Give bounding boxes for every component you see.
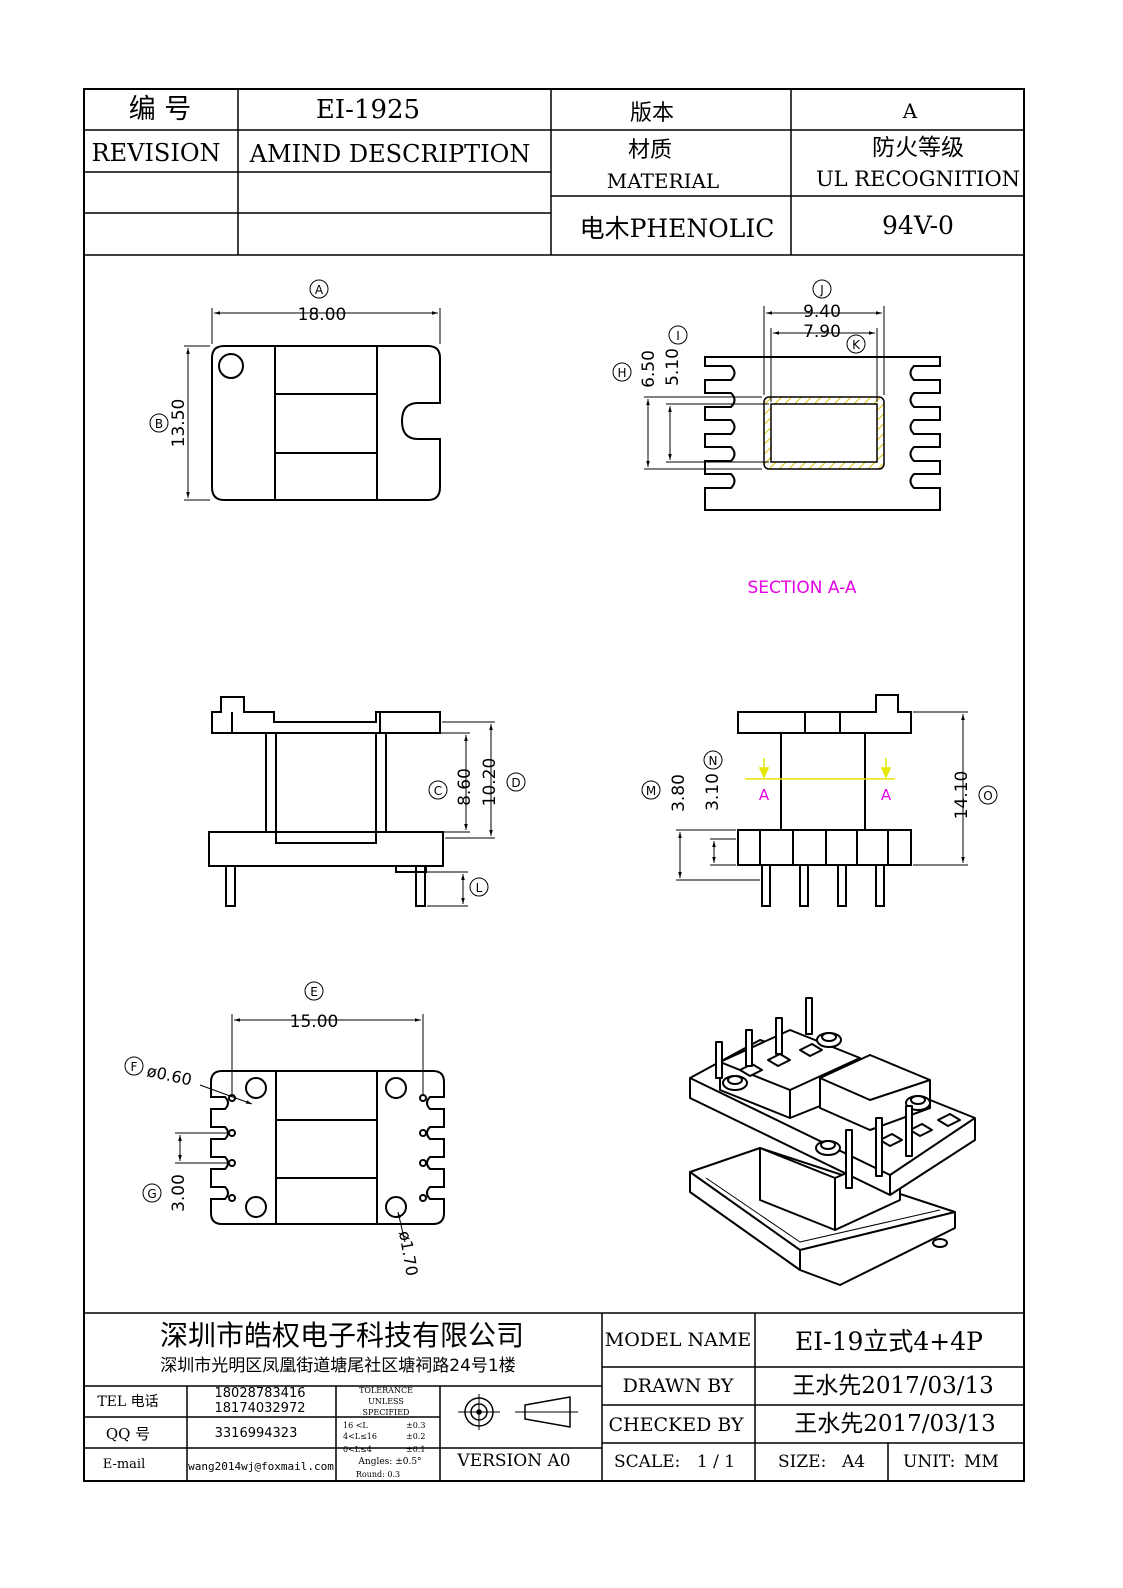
tolerance-title-2: UNLESS xyxy=(368,1397,404,1406)
drawn-by-value: 王水先2017/03/13 xyxy=(792,1373,994,1399)
tolerance-angles: Angles: ±0.5° xyxy=(357,1457,421,1467)
isometric-view xyxy=(689,997,976,1286)
cut-label-left: A xyxy=(759,786,770,804)
ul-value: 94V-0 xyxy=(882,211,954,240)
serial-value: EI-1925 xyxy=(316,95,420,125)
dim-b-value: 13.50 xyxy=(169,399,189,448)
revision-label: REVISION xyxy=(92,139,221,167)
dim-hole-value: ø1.70 xyxy=(395,1229,422,1277)
front-view-dimensions xyxy=(388,721,495,907)
company-address: 深圳市光明区凤凰街道塘尾社区塘祠路24号1楼 xyxy=(160,1356,515,1376)
tolerance-range-2: 4<L≤16 xyxy=(343,1432,377,1441)
material-value: 电木PHENOLIC xyxy=(580,214,775,243)
dim-tag-g: G xyxy=(147,1187,156,1201)
dim-tag-n: N xyxy=(709,754,718,768)
size-value: A4 xyxy=(841,1452,865,1472)
ul-cn-label: 防火等级 xyxy=(872,135,964,161)
company-name: 深圳市皓权电子科技有限公司 xyxy=(160,1319,524,1352)
section-title: SECTION A-A xyxy=(748,578,857,598)
serial-label: 编 号 xyxy=(129,94,192,125)
side-view-dimensions xyxy=(676,711,968,881)
dim-c-value: 8.60 xyxy=(455,768,475,806)
dim-g-value: 3.00 xyxy=(169,1174,189,1212)
dim-tag-i: I xyxy=(676,329,680,343)
dim-tag-j: J xyxy=(819,283,824,297)
bottom-view-dimensions xyxy=(175,1014,424,1243)
email-value: wang2014wj@foxmail.com xyxy=(188,1460,334,1473)
dim-o-value: 14.10 xyxy=(952,771,972,820)
dim-tag-d: D xyxy=(511,776,520,790)
dim-k-value: 7.90 xyxy=(803,322,841,342)
tel-label: TEL 电话 xyxy=(97,1394,158,1410)
side-view xyxy=(737,694,912,907)
dim-h-value: 6.50 xyxy=(639,350,659,388)
unit-label: UNIT: xyxy=(903,1452,955,1472)
size-label: SIZE: xyxy=(778,1452,826,1472)
version-text: VERSION A0 xyxy=(456,1451,570,1471)
section-view-dimensions xyxy=(644,306,885,470)
material-cn-label: 材质 xyxy=(628,138,672,163)
projection-symbol xyxy=(458,1394,578,1430)
top-view-dimensions xyxy=(184,308,441,501)
model-name-value: EI-19立式4+4P xyxy=(795,1327,983,1356)
dim-tag-c: C xyxy=(434,784,442,798)
version-value: A xyxy=(902,99,918,123)
qq-value: 3316994323 xyxy=(215,1426,298,1441)
tolerance-value-1: ±0.3 xyxy=(406,1421,425,1430)
model-name-label: MODEL NAME xyxy=(605,1329,751,1351)
checked-by-label: CHECKED BY xyxy=(608,1414,743,1436)
section-cut-arrows xyxy=(758,758,892,779)
checked-by-value: 王水先2017/03/13 xyxy=(794,1411,996,1437)
tolerance-range-3: 0<L≤4 xyxy=(343,1445,372,1454)
scale-label: SCALE: xyxy=(614,1452,680,1472)
email-label: E-mail xyxy=(103,1457,146,1472)
dim-tag-h: H xyxy=(617,366,626,380)
dim-tag-f: F xyxy=(131,1060,138,1074)
tolerance-title-3: SPECIFIED xyxy=(363,1408,410,1417)
dim-tag-a: A xyxy=(315,283,324,297)
bottom-view xyxy=(210,1070,445,1225)
dim-n-value: 3.10 xyxy=(703,773,723,811)
tolerance-value-2: ±0.2 xyxy=(406,1432,425,1441)
dim-a-value: 18.00 xyxy=(298,305,347,325)
bobbin-core-window xyxy=(770,403,878,463)
ul-en-label: UL RECOGNITION xyxy=(816,167,1020,191)
drawn-by-label: DRAWN BY xyxy=(623,1375,734,1397)
scale-value: 1 / 1 xyxy=(697,1452,735,1472)
qq-label: QQ 号 xyxy=(106,1425,150,1443)
header-table xyxy=(84,89,1024,256)
tolerance-title-1: TOLERANCE xyxy=(359,1386,413,1395)
tolerance-round: Round: 0.3 xyxy=(356,1470,400,1479)
dim-tag-k: K xyxy=(852,338,861,352)
title-block-grid xyxy=(84,1312,1024,1481)
dim-m-value: 3.80 xyxy=(669,774,689,812)
dim-i-value: 5.10 xyxy=(663,348,683,386)
tel-value-2: 18174032972 xyxy=(215,1401,306,1416)
dim-tag-m: M xyxy=(646,784,656,798)
front-view xyxy=(208,696,444,907)
sheet-frame xyxy=(83,88,1025,1482)
dim-f-value: ø0.60 xyxy=(145,1061,193,1089)
dim-tag-e: E xyxy=(310,985,318,999)
dim-tag-b: B xyxy=(155,417,163,431)
dim-e-value: 15.00 xyxy=(290,1012,339,1032)
top-view xyxy=(211,345,441,501)
version-label: 版本 xyxy=(630,101,674,126)
amend-description-label: AMIND DESCRIPTION xyxy=(249,140,531,168)
dim-d-value: 10.20 xyxy=(480,758,500,807)
dim-j-value: 9.40 xyxy=(803,302,841,322)
dim-tag-o: O xyxy=(983,789,992,803)
tolerance-value-3: ±0.1 xyxy=(406,1445,425,1454)
dim-tag-l: L xyxy=(476,881,483,895)
tolerance-range-1: 16 <L xyxy=(343,1421,368,1430)
material-en-label: MATERIAL xyxy=(607,169,719,193)
cut-label-right: A xyxy=(881,786,892,804)
unit-value: MM xyxy=(964,1452,999,1472)
tel-value-1: 18028783416 xyxy=(215,1386,306,1401)
